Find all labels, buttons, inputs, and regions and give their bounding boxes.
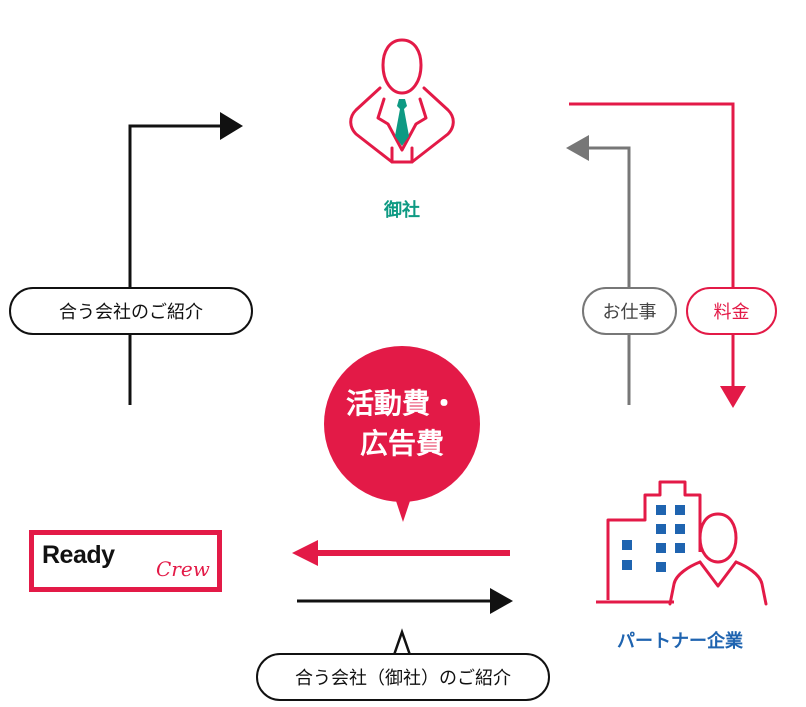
left-flow-arrowhead (220, 112, 243, 140)
businessman-tie (395, 99, 409, 146)
logo-script-text: Crew (156, 557, 210, 581)
introduce-client-label: 合う会社（御社）のご紹介 (256, 653, 550, 701)
work-label: お仕事 (582, 287, 677, 335)
bubble-line-1: 活動費・ (345, 387, 458, 420)
work-flow-arrowhead (566, 135, 589, 161)
activity-ad-fee-bubble: 活動費・ 広告費 (324, 346, 480, 502)
partner-person-icon (668, 512, 768, 606)
partner-label: パートナー企業 (617, 631, 743, 652)
client-label: 御社 (384, 200, 420, 221)
readycrew-logo: Ready Crew (29, 530, 222, 592)
introduce-to-partner-arrowhead (490, 588, 513, 614)
fee-flow-arrowhead (720, 386, 746, 408)
work-flow-line (586, 146, 631, 405)
bottom-label-caret (392, 628, 412, 656)
fee-to-readycrew-arrowhead (292, 540, 318, 566)
bubble-tail (395, 498, 411, 522)
company-building-icon (596, 480, 702, 604)
bubble-line-2: 広告費 (359, 427, 444, 460)
logo-wordmark: Ready (42, 541, 115, 569)
left-flow-line (128, 124, 222, 405)
introduce-companies-label: 合う会社のご紹介 (9, 287, 253, 335)
fee-label: 料金 (686, 287, 777, 335)
businessman-icon (349, 38, 455, 164)
